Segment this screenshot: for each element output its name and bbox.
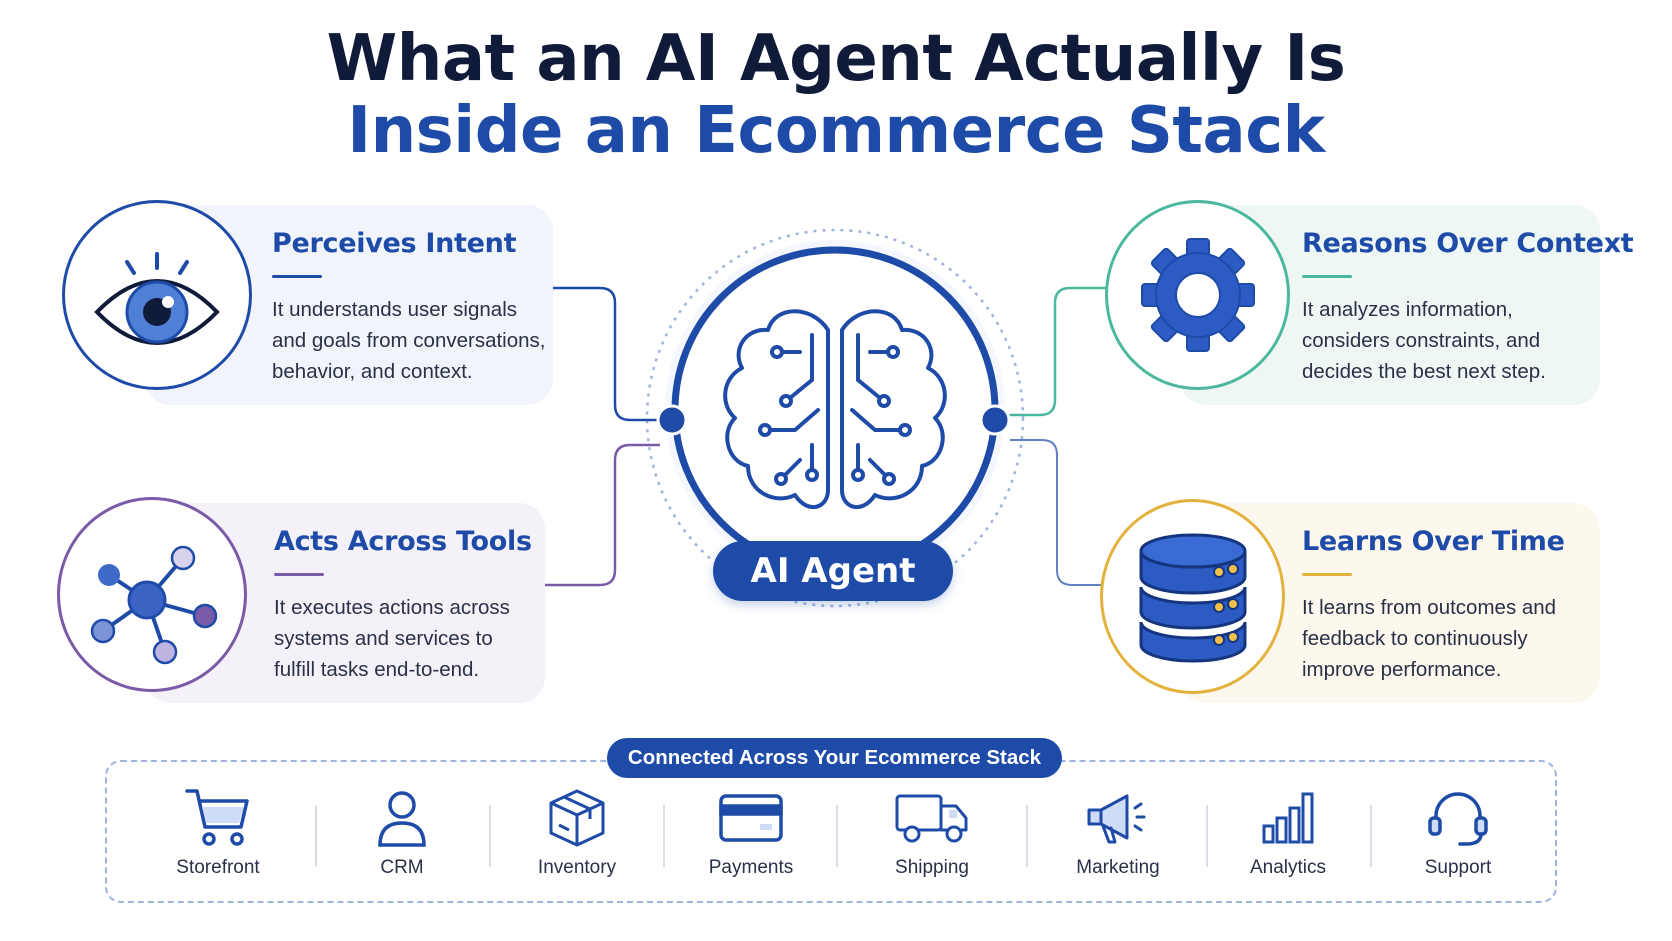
title-line-1: What an AI Agent Actually Is xyxy=(326,22,1346,96)
connector-acts xyxy=(545,443,660,587)
card-title: Acts Across Tools xyxy=(274,526,532,557)
card-title: Reasons Over Context xyxy=(1302,228,1634,259)
stack-item-crm: CRM xyxy=(332,785,472,890)
stack-label: Inventory xyxy=(537,857,617,878)
card-title: Perceives Intent xyxy=(272,228,517,259)
connector-reasons xyxy=(1000,286,1122,417)
database-icon xyxy=(1139,533,1246,662)
perceives-text: Perceives Intent It understands user sig… xyxy=(272,228,545,387)
stack-label: Storefront xyxy=(176,857,260,878)
title-underline xyxy=(1302,275,1352,278)
title-underline xyxy=(1302,573,1352,576)
credit-card-icon xyxy=(719,794,783,842)
stack-item-payments: Payments xyxy=(681,785,821,890)
separator xyxy=(489,805,491,867)
separator xyxy=(1370,805,1372,867)
title-line-2: Inside an Ecommerce Stack xyxy=(347,94,1325,168)
hub-node-right xyxy=(979,404,1011,436)
stack-item-support: Support xyxy=(1388,785,1528,890)
stack-label: Support xyxy=(1424,857,1492,878)
stack-item-analytics: Analytics xyxy=(1218,785,1358,890)
shopping-cart-icon xyxy=(185,789,249,846)
card-description: It understands user signals and goals fr… xyxy=(272,298,546,383)
delivery-truck-icon xyxy=(895,794,968,843)
learns-text: Learns Over Time It learns from outcomes… xyxy=(1302,526,1565,685)
title-underline xyxy=(274,573,324,576)
network-nodes-icon xyxy=(90,545,218,664)
card-description: It learns from outcomes and feedback to … xyxy=(1302,596,1557,681)
separator xyxy=(836,805,838,867)
card-description: It executes actions across systems and s… xyxy=(274,596,510,681)
stack-item-marketing: Marketing xyxy=(1048,785,1188,890)
stack-item-storefront: Storefront xyxy=(148,785,288,890)
user-icon xyxy=(378,791,426,847)
eye-icon xyxy=(94,252,220,345)
acts-icon-circle xyxy=(57,497,247,692)
separator xyxy=(1026,805,1028,867)
stack-heading-pill: Connected Across Your Ecommerce Stack xyxy=(607,738,1062,778)
title-underline xyxy=(272,275,322,278)
connector-learns xyxy=(1010,439,1122,586)
stack-label: Marketing xyxy=(1076,857,1160,878)
stack-label: CRM xyxy=(380,857,424,878)
acts-text: Acts Across Tools It executes actions ac… xyxy=(274,526,532,685)
package-box-icon xyxy=(549,789,605,847)
outer-dotted-ring xyxy=(645,228,1025,608)
headset-icon xyxy=(1428,792,1488,846)
card-title: Learns Over Time xyxy=(1302,526,1565,557)
stack-item-shipping: Shipping xyxy=(862,785,1002,890)
stack-label: Shipping xyxy=(895,857,969,878)
stack-item-inventory: Inventory xyxy=(507,785,647,890)
megaphone-icon xyxy=(1087,794,1146,844)
perceives-icon-circle xyxy=(62,200,252,390)
learns-icon-circle xyxy=(1100,499,1285,694)
separator xyxy=(663,805,665,867)
separator xyxy=(315,805,317,867)
hub-node-left xyxy=(656,404,688,436)
hub-ring xyxy=(671,246,999,574)
reasons-text: Reasons Over Context It analyzes informa… xyxy=(1302,228,1634,387)
stack-label: Payments xyxy=(708,857,794,878)
separator xyxy=(1206,805,1208,867)
gear-icon xyxy=(1140,238,1255,352)
brain-circuit-icon xyxy=(723,309,947,509)
stack-label: Analytics xyxy=(1249,857,1327,878)
connector-perceives xyxy=(553,286,672,422)
bar-chart-icon xyxy=(1262,792,1314,844)
reasons-icon-circle xyxy=(1105,200,1290,390)
ai-agent-label: AI Agent xyxy=(713,541,953,601)
card-description: It analyzes information, considers const… xyxy=(1302,298,1546,383)
